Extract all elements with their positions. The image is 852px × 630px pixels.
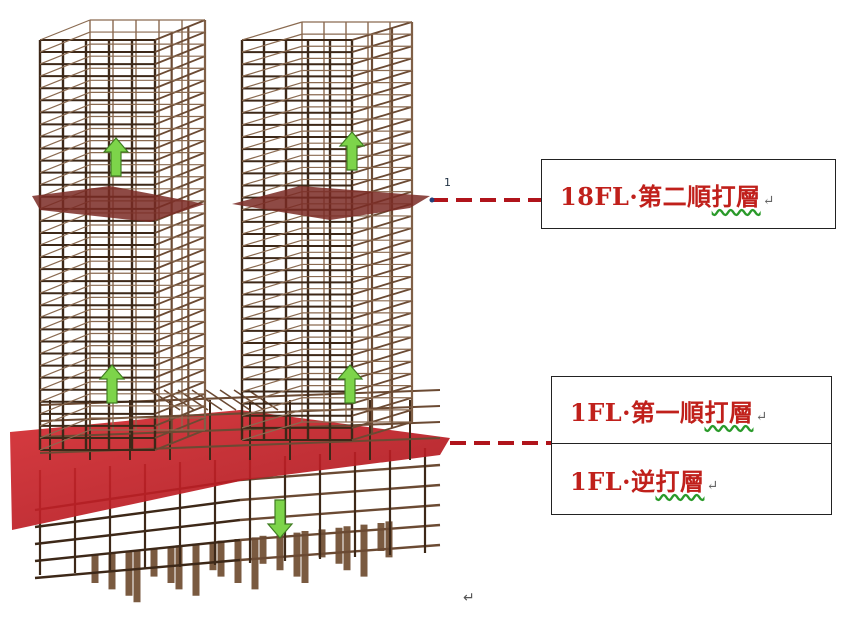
floor-slab-18fl-left <box>32 186 205 222</box>
label-18fl: 18FL·第二順打層↵ <box>560 181 775 211</box>
arrow-up-icon <box>338 131 366 171</box>
tower-left <box>38 19 207 451</box>
label-1fl-reverse: 1FL·逆打層↵ <box>570 466 719 496</box>
arrow-up-icon <box>102 137 130 177</box>
floor-slab-18fl-right <box>232 186 430 220</box>
label-1fl-first: 1FL·第一順打層↵ <box>570 397 768 427</box>
marker-number: 1 <box>444 176 451 189</box>
leader-dot <box>429 197 435 203</box>
arrow-up-icon <box>336 364 364 404</box>
foundation-piles <box>91 521 393 603</box>
label-box-1fl-first: 1FL·第一順打層↵ <box>551 376 832 444</box>
tower-right <box>240 21 414 441</box>
arrow-up-icon <box>98 364 126 404</box>
label-box-18fl: 18FL·第二順打層↵ <box>541 159 836 229</box>
label-box-1fl-reverse: 1FL·逆打層↵ <box>551 443 832 515</box>
arrow-down-icon <box>266 499 294 539</box>
trailing-paragraph-mark: ↵ <box>463 590 475 606</box>
